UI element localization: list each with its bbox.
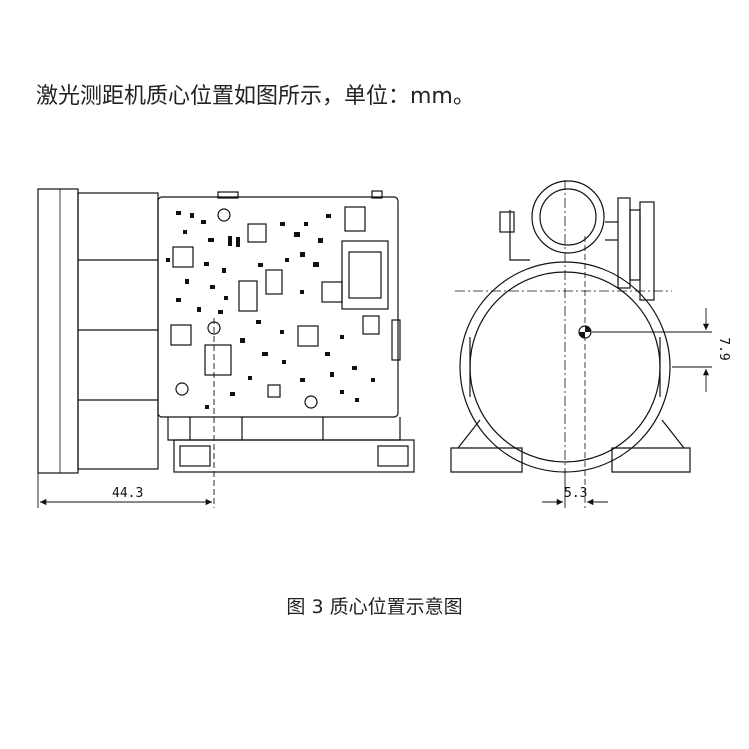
chip (170, 324, 192, 346)
chip (265, 269, 283, 295)
chip (297, 325, 319, 347)
chip (362, 315, 380, 335)
centroid-marker (578, 325, 592, 339)
side-view (37, 188, 415, 474)
mount-upper (167, 417, 401, 441)
intro-text: 激光测距机质心位置如图所示，单位：mm。 (36, 84, 475, 109)
chip (344, 206, 366, 232)
pcb-board (157, 196, 399, 418)
front-view (450, 180, 691, 473)
dimension-horizontal (542, 470, 608, 508)
chip (172, 246, 194, 268)
dimension-label-horizontal: 5.3 (564, 486, 587, 501)
lens-barrel (77, 192, 159, 470)
connector (341, 240, 389, 310)
figure-caption: 图 3 质心位置示意图 (286, 596, 463, 618)
dimension-label-vertical: 7.9 (716, 337, 731, 360)
chip (204, 344, 232, 376)
right-foot (611, 447, 691, 473)
pcb-edge (617, 197, 631, 289)
dimension-length (37, 318, 215, 508)
pcb-components (166, 211, 375, 409)
dimension-vertical (592, 308, 712, 392)
top-tube-outer (531, 180, 605, 254)
dimension-label-length: 44.3 (112, 486, 143, 501)
left-foot (450, 447, 523, 473)
chip (238, 280, 258, 312)
mount-base (173, 439, 415, 473)
lens-front-ring (37, 188, 79, 474)
chip (247, 223, 267, 243)
centerlines (455, 180, 672, 508)
chip (321, 281, 343, 303)
top-tube-inner (539, 188, 597, 246)
